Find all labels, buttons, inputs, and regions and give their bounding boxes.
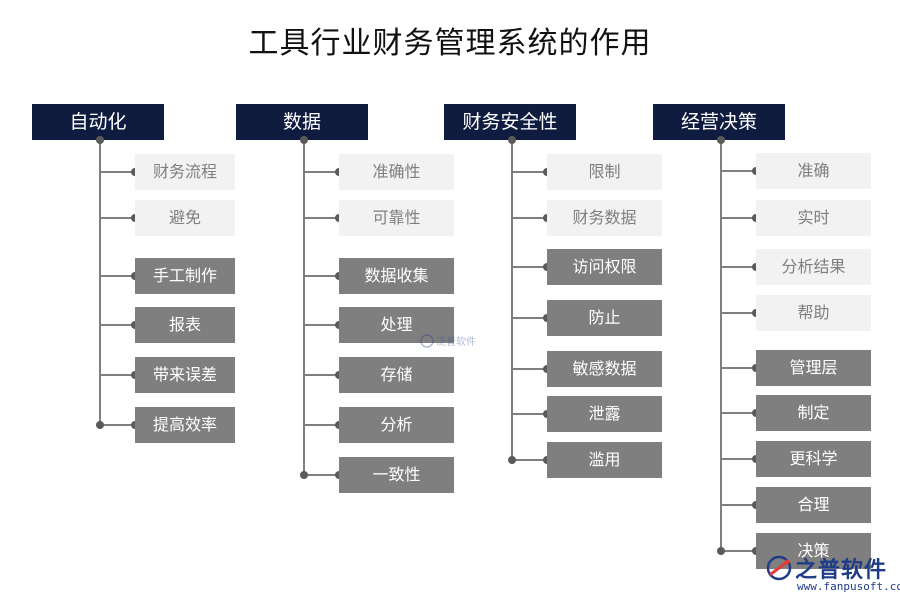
branch-line xyxy=(303,275,339,277)
brand-name: 之普软件 xyxy=(795,558,888,583)
category-header: 数据 xyxy=(236,104,368,140)
leaf-node: 提高效率 xyxy=(135,407,235,443)
leaf-node: 访问权限 xyxy=(547,249,662,285)
center-watermark-text: 泛普软件 xyxy=(436,335,476,348)
branch-line xyxy=(99,324,135,326)
branch-line xyxy=(303,424,339,426)
branch-line xyxy=(303,324,339,326)
branch-line xyxy=(511,413,547,415)
branch-line xyxy=(720,458,756,460)
connector-dot xyxy=(717,136,725,144)
leaf-node: 更科学 xyxy=(756,441,871,477)
branch-line xyxy=(720,170,756,172)
leaf-node: 合理 xyxy=(756,487,871,523)
leaf-node: 防止 xyxy=(547,300,662,336)
leaf-node: 准确性 xyxy=(339,154,454,190)
branch-line xyxy=(99,374,135,376)
branch-line xyxy=(720,266,756,268)
connector-dot xyxy=(96,421,104,429)
leaf-node: 手工制作 xyxy=(135,258,235,294)
brand-logo-icon xyxy=(766,555,792,581)
diagram-title: 工具行业财务管理系统的作用 xyxy=(248,26,652,61)
branch-line xyxy=(99,217,135,219)
brand-watermark: 之普软件 www.fanpusoft.com xyxy=(765,552,900,596)
branch-line xyxy=(99,424,135,426)
branch-line xyxy=(303,374,339,376)
category-header: 自动化 xyxy=(32,104,164,140)
leaf-node: 可靠性 xyxy=(339,200,454,236)
connector-dot xyxy=(96,136,104,144)
leaf-node: 带来误差 xyxy=(135,357,235,393)
category-header: 财务安全性 xyxy=(444,104,576,140)
trunk-line xyxy=(99,140,101,425)
branch-line xyxy=(720,504,756,506)
leaf-node: 决策 xyxy=(756,533,871,569)
leaf-node: 敏感数据 xyxy=(547,351,662,387)
connector-dot xyxy=(508,136,516,144)
branch-line xyxy=(720,312,756,314)
category-header: 经营决策 xyxy=(653,104,785,140)
branch-line xyxy=(511,317,547,319)
center-watermark-logo-icon: 泛普软件 xyxy=(420,334,476,348)
leaf-node: 管理层 xyxy=(756,350,871,386)
leaf-node: 制定 xyxy=(756,395,871,431)
branch-line xyxy=(99,275,135,277)
connector-dot xyxy=(300,471,308,479)
branch-line xyxy=(720,367,756,369)
connector-dot xyxy=(508,456,516,464)
branch-line xyxy=(720,550,756,552)
center-watermark: 泛普软件 xyxy=(420,333,480,349)
branch-line xyxy=(511,368,547,370)
leaf-node: 报表 xyxy=(135,307,235,343)
leaf-node: 数据收集 xyxy=(339,258,454,294)
branch-line xyxy=(511,266,547,268)
branch-line xyxy=(511,459,547,461)
brand-url: www.fanpusoft.com xyxy=(797,580,900,593)
branch-line xyxy=(303,217,339,219)
connector-dot xyxy=(717,547,725,555)
leaf-node: 避免 xyxy=(135,200,235,236)
connector-dot xyxy=(300,136,308,144)
branch-line xyxy=(303,171,339,173)
leaf-node: 帮助 xyxy=(756,295,871,331)
leaf-node: 财务数据 xyxy=(547,200,662,236)
branch-line xyxy=(720,217,756,219)
leaf-node: 存储 xyxy=(339,357,454,393)
branch-line xyxy=(511,171,547,173)
leaf-node: 财务流程 xyxy=(135,154,235,190)
branch-line xyxy=(99,171,135,173)
trunk-line xyxy=(511,140,513,460)
leaf-node: 处理 xyxy=(339,307,454,343)
branch-line xyxy=(720,412,756,414)
leaf-node: 分析结果 xyxy=(756,249,871,285)
leaf-node: 准确 xyxy=(756,153,871,189)
leaf-node: 泄露 xyxy=(547,396,662,432)
branch-line xyxy=(303,474,339,476)
trunk-line xyxy=(303,140,305,475)
leaf-node: 一致性 xyxy=(339,457,454,493)
leaf-node: 限制 xyxy=(547,154,662,190)
leaf-node: 实时 xyxy=(756,200,871,236)
branch-line xyxy=(511,217,547,219)
trunk-line xyxy=(720,140,722,551)
leaf-node: 分析 xyxy=(339,407,454,443)
leaf-node: 滥用 xyxy=(547,442,662,478)
